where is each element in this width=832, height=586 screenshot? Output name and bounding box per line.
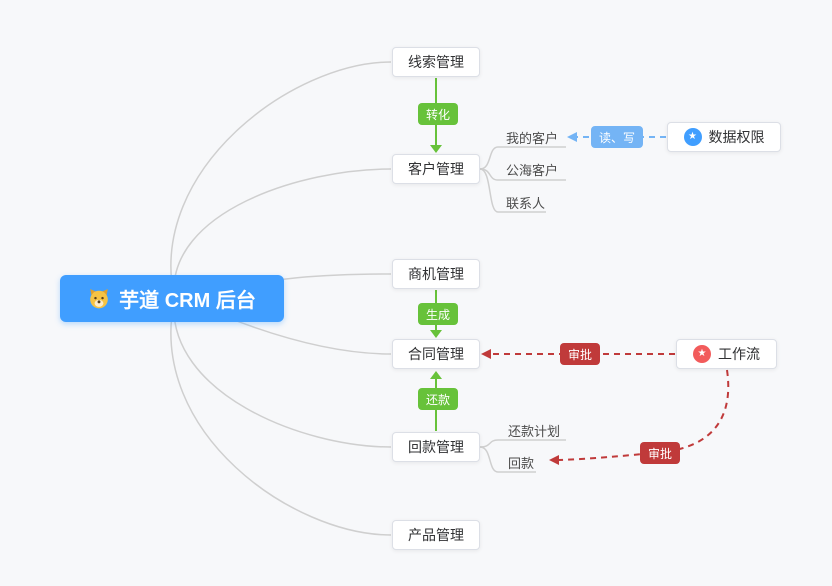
badge-approve-contract: 审批 — [560, 343, 601, 365]
node-product-label: 产品管理 — [408, 527, 464, 543]
arrow-repay-head — [430, 371, 442, 379]
link-my-customer — [479, 146, 566, 170]
root-node-crm-backend: 芋道 CRM 后台 — [60, 275, 284, 322]
node-opportunity-label: 商机管理 — [408, 266, 464, 282]
child-repayment-plan: 还款计划 — [508, 424, 561, 439]
node-receivable-label: 回款管理 — [408, 439, 464, 455]
node-customer: 客户管理 — [392, 154, 480, 184]
node-contract: 合同管理 — [392, 339, 480, 369]
badge-approve-receivable: 审批 — [640, 442, 681, 464]
badge-repay: 还款 — [418, 388, 459, 410]
arrow-approve-receivable-line — [558, 369, 730, 461]
node-customer-label: 客户管理 — [408, 161, 464, 177]
node-leads-label: 线索管理 — [408, 54, 464, 70]
green-flow-arrows — [430, 78, 442, 431]
node-receivable: 回款管理 — [392, 432, 480, 462]
branch-leads — [170, 61, 392, 297]
receivable-children-links — [479, 439, 566, 473]
node-data-permission-label: 数据权限 — [708, 129, 765, 145]
data-permission-star-icon: ★ — [683, 128, 702, 146]
link-repayment — [479, 446, 536, 473]
branch-receivable — [173, 301, 392, 448]
node-leads: 线索管理 — [392, 47, 480, 77]
customer-children-links — [479, 146, 566, 213]
link-contact — [479, 168, 546, 213]
child-my-customer: 我的客户 — [506, 131, 559, 146]
child-public-customer: 公海客户 — [506, 163, 559, 178]
root-node-label: 芋道 CRM 后台 — [119, 290, 256, 312]
link-repayment-plan — [479, 439, 566, 448]
badge-convert: 转化 — [418, 103, 459, 125]
workflow-star-icon: ★ — [693, 345, 711, 363]
arrow-approve-receivable-head — [549, 455, 559, 465]
node-product: 产品管理 — [392, 520, 480, 550]
node-opportunity: 商机管理 — [392, 259, 480, 289]
node-workflow-label: 工作流 — [718, 346, 760, 362]
arrow-read-write-head — [567, 132, 577, 142]
dog-face-icon — [90, 288, 108, 308]
branch-customer — [173, 168, 392, 297]
arrow-convert-head — [430, 145, 442, 153]
badge-read-write: 读、写 — [591, 126, 644, 148]
node-workflow: ★ 工作流 — [676, 339, 777, 369]
node-data-permission: ★ 数据权限 — [667, 122, 781, 152]
branch-product — [170, 301, 392, 536]
node-contract-label: 合同管理 — [408, 346, 464, 362]
arrow-approve-contract-head — [481, 349, 491, 359]
badge-generate: 生成 — [418, 303, 459, 325]
child-contact: 联系人 — [506, 196, 546, 211]
child-repayment: 回款 — [508, 456, 535, 471]
arrow-generate-head — [430, 330, 442, 338]
